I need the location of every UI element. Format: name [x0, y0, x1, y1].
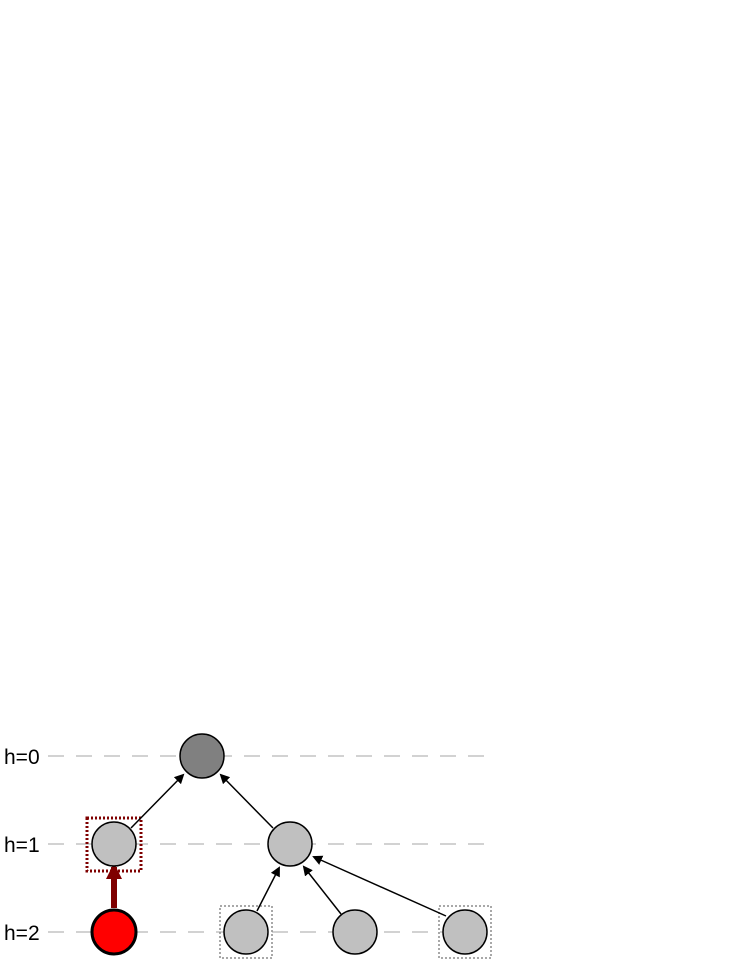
node-root [179, 733, 225, 779]
level-label-h0: h=0 [4, 746, 40, 769]
edge-right-child-to-root [219, 773, 274, 829]
node-leaf-c [442, 909, 488, 955]
tree-edges [106, 773, 447, 917]
level-label-h1: h=1 [4, 834, 40, 857]
level-label-h2: h=2 [4, 922, 40, 945]
node-right-child [267, 821, 313, 867]
edge-leaf-a-to-right-child [256, 866, 280, 912]
level-guides [48, 755, 490, 933]
node-leaf-b [332, 909, 378, 955]
edge-leaf-c-to-right-child [312, 855, 447, 917]
edge-left-child-to-root [130, 773, 185, 829]
node-leaf-a [223, 909, 269, 955]
dotted-box-leaf-a [219, 905, 273, 959]
tree-nodes [90, 733, 488, 956]
node-leaf-red [90, 908, 138, 956]
edge-leaf-b-to-right-child [302, 865, 342, 915]
node-left-child [91, 821, 137, 867]
dotted-box-leaf-c [438, 905, 492, 959]
